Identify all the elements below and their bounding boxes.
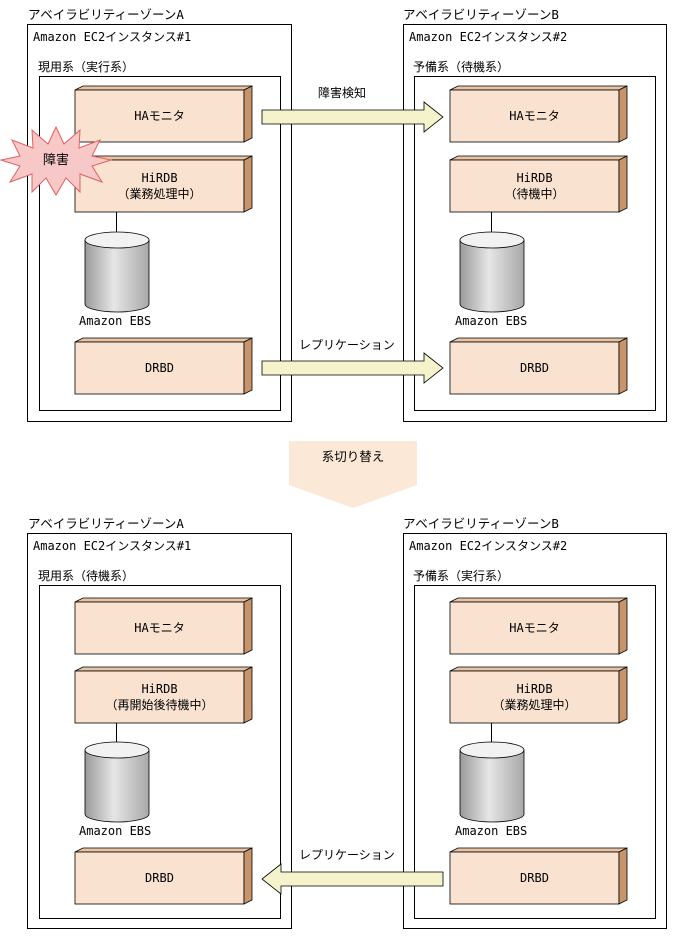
standby-system-label: 予備系（実行系）	[413, 569, 510, 583]
drbd-box: DRBD	[74, 847, 253, 905]
zone-a-label: アベイラビリティーゾーンA	[28, 7, 184, 22]
ha-monitor-box: HAモニタ	[74, 85, 253, 143]
detect-arrow	[261, 101, 444, 136]
ebs-cylinder	[459, 741, 525, 823]
failure-label: 障害	[42, 153, 69, 168]
ec2-instance-1-label: Amazon EC2インスタンス#1	[33, 30, 192, 44]
ec2-instance-2-label: Amazon EC2インスタンス#2	[409, 539, 568, 553]
hirdb-name: HiRDB	[141, 171, 178, 185]
ec2-instance-2-label: Amazon EC2インスタンス#2	[409, 30, 568, 44]
standby-system-label: 予備系（待機系）	[413, 60, 510, 74]
ha-monitor-box: HAモニタ	[449, 85, 628, 143]
hirdb-status: （業務処理中）	[117, 187, 202, 201]
hirdb-box: HiRDB （業務処理中）	[449, 666, 628, 724]
hirdb-box: HiRDB （再開始後待機中）	[74, 666, 253, 724]
hirdb-status: （再開始後待機中）	[105, 698, 214, 712]
hirdb-name: HiRDB	[516, 171, 553, 185]
drbd-box: DRBD	[449, 337, 628, 395]
ha-monitor-label: HAモニタ	[509, 621, 560, 635]
hirdb-status: （業務処理中）	[492, 698, 577, 712]
drbd-label: DRBD	[520, 871, 549, 885]
switchover-label: 系切り替え	[321, 449, 385, 464]
ha-monitor-label: HAモニタ	[509, 109, 560, 123]
detect-label: 障害検知	[318, 86, 367, 100]
drbd-box: DRBD	[74, 337, 253, 395]
ebs-label: Amazon EBS	[455, 314, 528, 328]
drbd-label: DRBD	[520, 361, 549, 375]
drbd-label: DRBD	[145, 871, 174, 885]
active-system-label: 現用系（待機系）	[38, 569, 135, 583]
zone-b-label: アベイラビリティーゾーンB	[403, 516, 559, 531]
hirdb-box: HiRDB （業務処理中）	[74, 155, 253, 213]
drbd-label: DRBD	[145, 361, 174, 375]
ha-monitor-box: HAモニタ	[74, 597, 253, 655]
switchover-arrow: 系切り替え	[289, 441, 417, 509]
ebs-cylinder	[84, 741, 150, 823]
ebs-label: Amazon EBS	[79, 314, 152, 328]
active-system-label: 現用系（実行系）	[38, 60, 135, 74]
ha-monitor-label: HAモニタ	[134, 109, 185, 123]
ebs-label: Amazon EBS	[455, 824, 528, 838]
hirdb-ebs-connector	[116, 212, 117, 234]
hirdb-ebs-connector	[116, 723, 117, 745]
ebs-label: Amazon EBS	[79, 824, 152, 838]
hirdb-status: （待機中）	[504, 187, 565, 201]
replication-label: レプリケーション	[299, 848, 395, 862]
hirdb-ebs-connector	[491, 212, 492, 234]
drbd-box: DRBD	[449, 847, 628, 905]
hirdb-box: HiRDB （待機中）	[449, 155, 628, 213]
replication-arrow	[261, 863, 444, 898]
hirdb-name: HiRDB	[516, 682, 553, 696]
zone-a-label: アベイラビリティーゾーンA	[28, 516, 184, 531]
ha-monitor-label: HAモニタ	[134, 621, 185, 635]
replication-label: レプリケーション	[299, 338, 395, 352]
ebs-cylinder	[459, 231, 525, 313]
replication-arrow	[261, 352, 444, 387]
hirdb-name: HiRDB	[141, 682, 178, 696]
ec2-instance-1-label: Amazon EC2インスタンス#1	[33, 539, 192, 553]
ha-monitor-box: HAモニタ	[449, 597, 628, 655]
failure-burst: 障害	[0, 124, 113, 196]
zone-b-label: アベイラビリティーゾーンB	[403, 7, 559, 22]
ebs-cylinder	[84, 231, 150, 313]
hirdb-ebs-connector	[491, 723, 492, 745]
